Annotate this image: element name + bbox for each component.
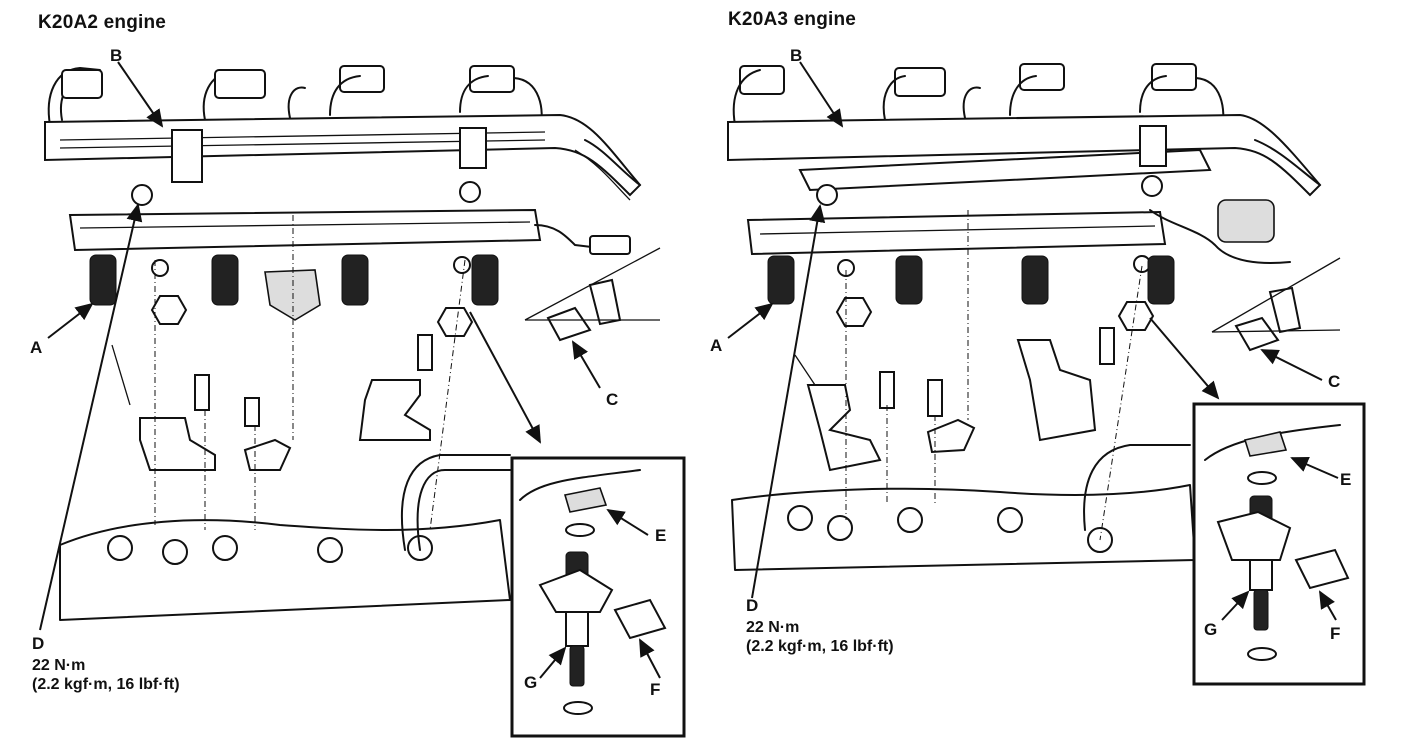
- k20a3-connector-c: [1234, 316, 1280, 352]
- k20a3-assembly: [727, 61, 1366, 686]
- k20a3-harness-cover: [727, 113, 1322, 197]
- label-d-k20a2: D: [32, 634, 45, 653]
- k20a2-assembly: [39, 61, 686, 738]
- panel-title-k20a3: K20A3 engine: [728, 9, 857, 30]
- k20a2-harness-clip: [171, 129, 203, 183]
- label-c-k20a2: C: [606, 390, 619, 409]
- k20a3-pressure-sensor: [1217, 199, 1275, 243]
- torque-spec-k20a3: 22 N·m (2.2 kgf·m, 16 lbf·ft): [746, 618, 894, 656]
- k20a2-fuel-rail: [68, 208, 542, 252]
- k20a3-intake-manifold: [731, 484, 1196, 571]
- panel-title-k20a2: K20A2 engine: [38, 12, 167, 33]
- k20a2-intake-manifold: [59, 519, 511, 621]
- k20a2-harness-clip-2: [459, 127, 487, 169]
- k20a3-fuel-rail: [746, 210, 1167, 256]
- label-b-k20a2: B: [110, 46, 123, 65]
- label-c-k20a3: C: [1328, 372, 1341, 391]
- k20a2-bracket-right: [358, 379, 431, 441]
- label-e-k20a3: E: [1340, 470, 1352, 489]
- label-f-k20a3: F: [1330, 624, 1341, 643]
- label-f-k20a2: F: [650, 680, 661, 699]
- k20a2-injector-clip: [613, 598, 667, 640]
- label-g-k20a3: G: [1204, 620, 1218, 639]
- k20a2-harness-cover: [44, 113, 642, 197]
- torque-alt-k20a2: (2.2 kgf·m, 16 lbf·ft): [32, 676, 180, 693]
- label-a-k20a3: A: [710, 336, 723, 355]
- k20a2-injectors: [89, 254, 499, 306]
- label-b-k20a3: B: [790, 46, 803, 65]
- torque-value-k20a2: 22 N·m: [32, 657, 86, 674]
- torque-alt-k20a3: (2.2 kgf·m, 16 lbf·ft): [746, 638, 894, 655]
- k20a3-coil-connectors: [732, 63, 1225, 131]
- k20a2-bracket-left: [139, 417, 216, 471]
- k20a2-coil-connectors: [47, 65, 543, 131]
- k20a3-bracket-left: [806, 384, 882, 472]
- torque-value-k20a3: 22 N·m: [746, 619, 800, 636]
- k20a2-connector-c: [546, 306, 592, 342]
- label-e-k20a2: E: [655, 526, 667, 545]
- k20a3-injector-clip: [1294, 548, 1350, 590]
- label-g-k20a2: G: [524, 673, 538, 692]
- label-a-k20a2: A: [30, 338, 43, 357]
- k20a3-injectors: [767, 255, 1175, 305]
- torque-spec-k20a2: 22 N·m (2.2 kgf·m, 16 lbf·ft): [32, 656, 180, 694]
- k20a3-bracket-right: [1016, 339, 1097, 442]
- label-d-k20a3: D: [746, 596, 759, 615]
